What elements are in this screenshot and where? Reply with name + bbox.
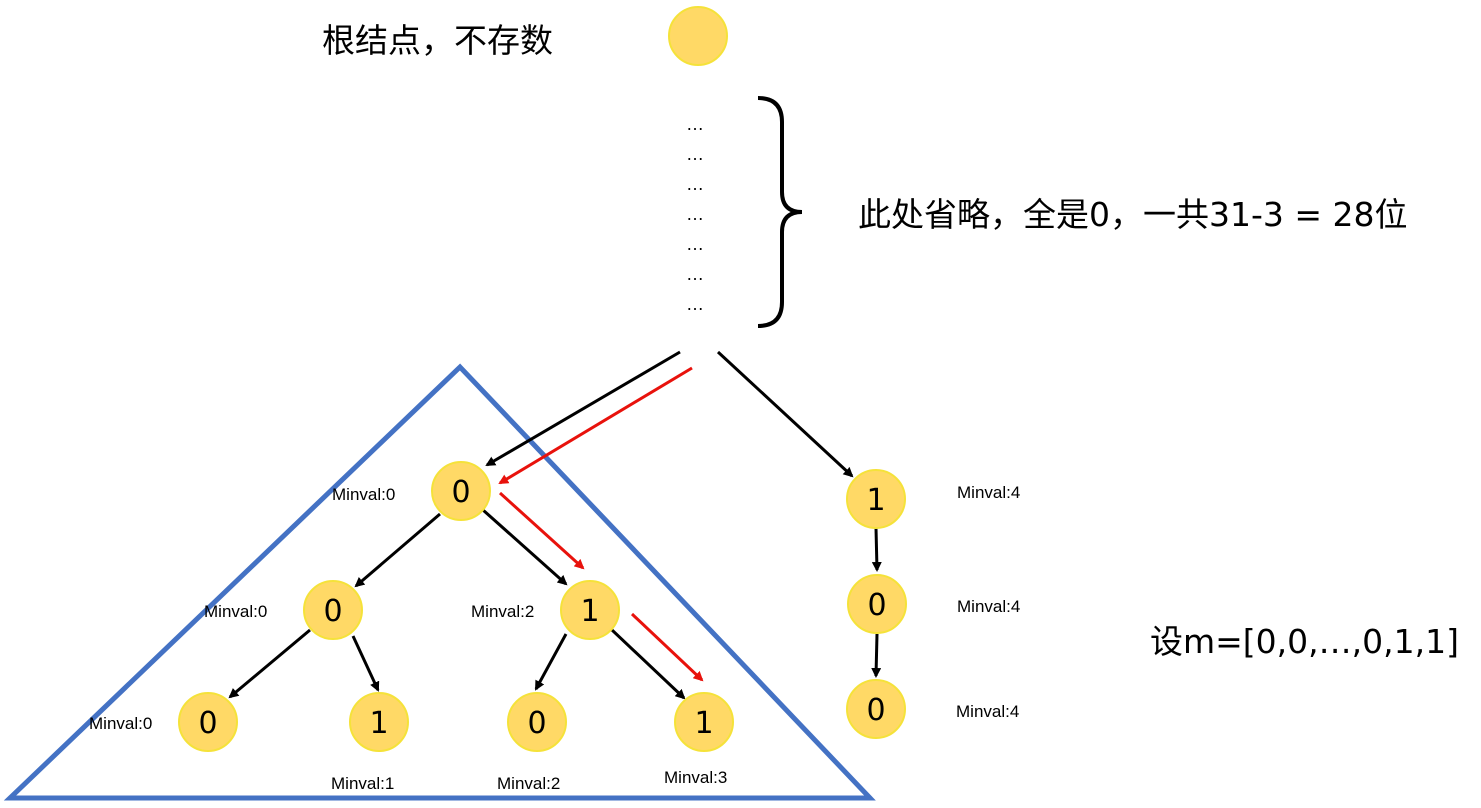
minval-R3: Minval:4 [956, 702, 1019, 721]
minval-L3b: Minval:1 [331, 774, 394, 793]
edge-L1-L2b [482, 508, 568, 586]
node-L2a-value: 0 [323, 594, 342, 629]
node-L3b-value: 1 [369, 706, 388, 741]
node-L3a: 0 [178, 692, 238, 752]
root-label: 根结点，不存数 [322, 21, 553, 60]
ellipsis-7: … [686, 294, 704, 314]
minval-L2a: Minval:0 [204, 602, 267, 621]
edge-top-to-R1 [716, 350, 854, 478]
red-arrow-1 [498, 366, 693, 485]
node-L3c-value: 0 [527, 706, 546, 741]
node-L1-value: 0 [451, 475, 470, 510]
node-L2b-value: 1 [580, 594, 599, 629]
curly-brace [757, 96, 803, 328]
omitted-label: 此处省略，全是0，一共31-3 = 28位 [858, 195, 1408, 234]
minval-R1: Minval:4 [957, 483, 1020, 502]
node-L2a: 0 [303, 580, 363, 640]
root-node [668, 6, 728, 66]
ellipsis-2: … [686, 144, 704, 164]
node-L1: 0 [431, 461, 491, 521]
edge-L2a-L3a [228, 628, 311, 699]
black-edges [228, 350, 882, 700]
minval-L2b: Minval:2 [471, 602, 534, 621]
minval-L3d: Minval:3 [664, 768, 727, 787]
red-arrow-2 [498, 491, 585, 570]
node-L3d-value: 1 [694, 706, 713, 741]
ellipsis-6: … [686, 264, 704, 284]
node-L2b: 1 [560, 580, 620, 640]
node-L3c: 0 [507, 692, 567, 752]
node-L3a-value: 0 [198, 706, 217, 741]
node-R3-value: 0 [866, 693, 885, 728]
minval-L3a: Minval:0 [89, 714, 152, 733]
ellipsis-4: … [686, 204, 704, 224]
minval-L3c: Minval:2 [497, 774, 560, 793]
edge-R1-R2 [871, 527, 882, 572]
minval-L1: Minval:0 [332, 485, 395, 504]
node-R1: 1 [846, 469, 906, 529]
red-path [498, 366, 704, 682]
edge-L1-L2a [354, 512, 441, 588]
edge-L2b-L3d [610, 628, 686, 700]
minval-labels: Minval:0 Minval:0 Minval:2 Minval:0 Minv… [89, 483, 1020, 793]
edge-L2a-L3b [351, 635, 380, 692]
subtree-triangle [3, 363, 876, 801]
ellipsis-3: … [686, 174, 704, 194]
minval-R2: Minval:4 [957, 597, 1020, 616]
ellipsis-1: … [686, 114, 704, 134]
node-R2: 0 [847, 574, 907, 634]
node-L3d: 1 [674, 692, 734, 752]
node-L3b: 1 [349, 692, 409, 752]
edge-L2b-L3c [534, 633, 568, 691]
node-R2-value: 0 [867, 588, 886, 623]
ellipsis-5: … [686, 234, 704, 254]
node-R1-value: 1 [866, 483, 885, 518]
edge-R2-R3 [871, 633, 882, 678]
ellipsis-column: … … … … … … … [686, 114, 704, 314]
red-arrow-3 [630, 612, 704, 682]
edge-top-to-L1 [485, 350, 681, 467]
m-label: 设m=[0,0,…,0,1,1] [1150, 622, 1459, 661]
node-R3: 0 [846, 679, 906, 739]
